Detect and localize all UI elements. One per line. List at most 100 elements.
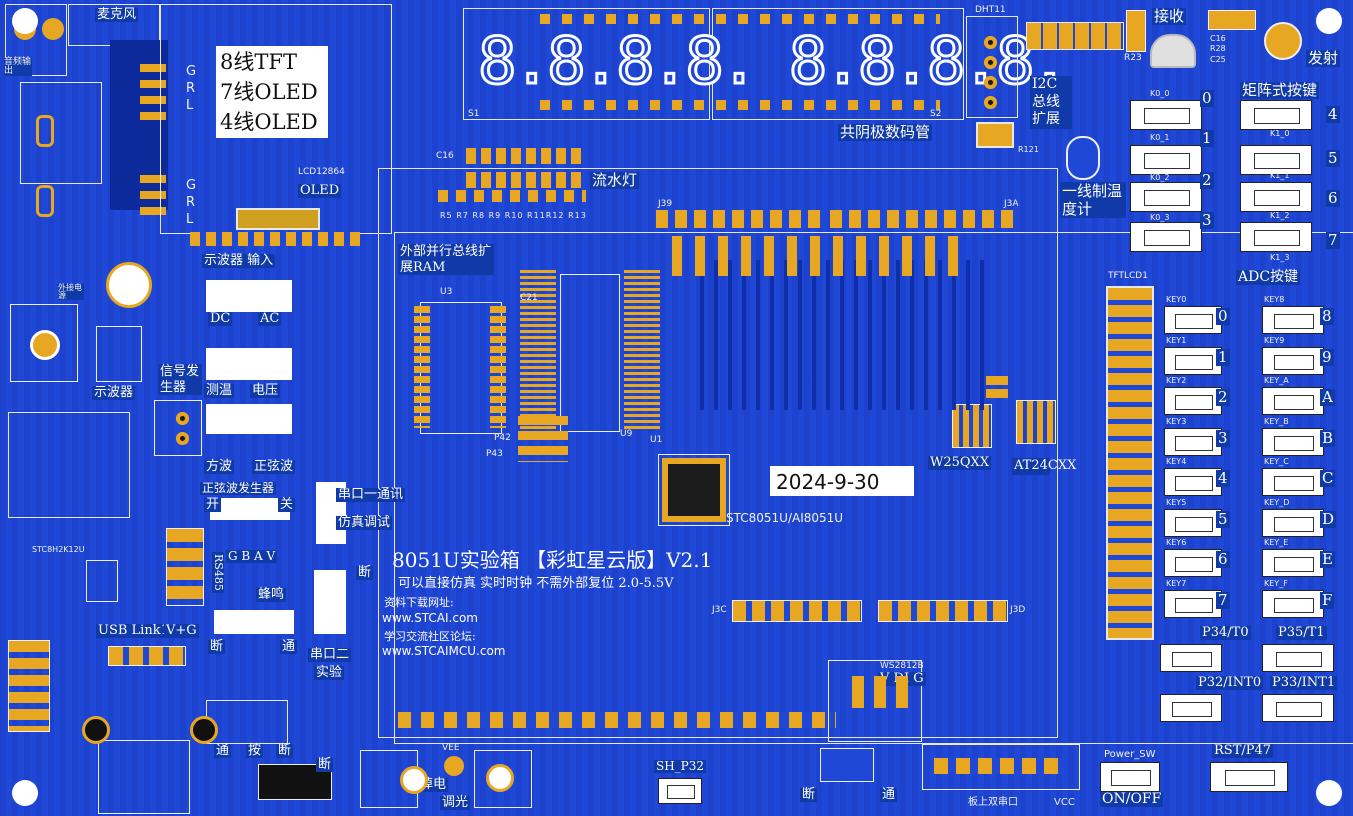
adc-key-right[interactable] <box>1262 347 1324 375</box>
dc-jack-ring <box>30 330 60 360</box>
adc-key-right[interactable] <box>1262 428 1324 456</box>
key-p34[interactable] <box>1160 644 1222 672</box>
usb-link-header <box>108 646 186 666</box>
dht11-label: DHT11 <box>975 5 1006 15</box>
ds18b20-label: R121 <box>1018 145 1039 154</box>
sine-gen-label: 正弦波发生器 <box>200 481 277 496</box>
seg-pins-top <box>540 14 940 24</box>
grl-label-1: G R L <box>186 64 197 113</box>
seven-seg-left <box>463 8 710 120</box>
sim-debug-label: 仿真调试 <box>336 515 393 531</box>
adc-key-right[interactable] <box>1262 306 1324 334</box>
vee-label: VEE <box>442 743 460 753</box>
matrix-key-label-6: K1_2 <box>1270 211 1290 220</box>
matrix-key-4[interactable] <box>1240 100 1312 130</box>
adc-key-right-label: KEY_A <box>1264 376 1289 385</box>
i2c-label: I2C总线扩展 <box>1030 76 1072 129</box>
oled-label: OLED <box>298 183 342 199</box>
adc-key-left[interactable] <box>1164 590 1222 618</box>
dht-pin-3 <box>984 76 997 89</box>
adc-num-right: 9 <box>1320 348 1334 366</box>
dc-jack <box>10 304 78 382</box>
mcu-chip <box>658 454 730 526</box>
adc-key-left[interactable] <box>1164 387 1222 415</box>
adc-key-left[interactable] <box>1164 347 1222 375</box>
j8-pins <box>934 758 1064 774</box>
matrix-key-1[interactable] <box>1130 145 1202 175</box>
adc-key-left-label: KEY6 <box>1166 538 1187 547</box>
dc-ac-switch[interactable] <box>206 280 292 312</box>
rs485-header <box>166 528 204 606</box>
adc-key-left[interactable] <box>1164 549 1222 577</box>
matrix-key-7[interactable] <box>1240 222 1312 252</box>
buzzer-switch[interactable] <box>214 610 294 634</box>
oled-header-pins <box>236 208 320 230</box>
adc-key-left[interactable] <box>1164 428 1222 456</box>
dht-pin-1 <box>984 36 997 49</box>
pot-w2[interactable] <box>474 750 532 808</box>
temp-volt-switch[interactable] <box>206 348 292 380</box>
key-p32[interactable] <box>1160 694 1222 722</box>
switch-s2[interactable] <box>820 748 874 782</box>
adc-key-left[interactable] <box>1164 468 1222 496</box>
key-p35[interactable] <box>1262 644 1334 672</box>
uart2-switch[interactable] <box>314 570 346 634</box>
tftlcd-header <box>1106 286 1154 640</box>
adc-key-right[interactable] <box>1262 468 1324 496</box>
bottom-switch[interactable] <box>258 764 332 800</box>
p27-header <box>1208 10 1256 30</box>
adc-key-right[interactable] <box>1262 549 1324 577</box>
adc-key-left-label: KEY4 <box>1166 457 1187 466</box>
mic-pad-2 <box>42 18 64 40</box>
lcd12864-label: LCD12864 <box>298 167 345 177</box>
adc-num-left: 5 <box>1216 510 1230 528</box>
adc-key-right-label: KEY_B <box>1264 417 1289 426</box>
adc-num-left: 1 <box>1216 348 1230 366</box>
siggen-label: 信号发生器 <box>158 364 202 396</box>
power-switch[interactable] <box>1100 762 1160 792</box>
adc-num-right: A <box>1320 388 1335 406</box>
matrix-key-6[interactable] <box>1240 182 1312 212</box>
q2-label: C16 <box>436 151 454 161</box>
date-label: 2024-9-30 <box>776 470 880 494</box>
sh-p32-button[interactable] <box>658 778 702 804</box>
dht-pin-4 <box>984 96 997 109</box>
matrix-key-label-0: K0_0 <box>1150 89 1170 98</box>
adc-key-right[interactable] <box>1262 387 1324 415</box>
adc-key-left[interactable] <box>1164 306 1222 334</box>
exp-label: 实验 <box>314 665 345 681</box>
j3-header-left <box>8 640 50 732</box>
adc-key-left[interactable] <box>1164 509 1222 537</box>
adc-key-right[interactable] <box>1262 590 1324 618</box>
gbav-label: G B A V <box>226 549 278 564</box>
serial-board-label: 板上双串口 <box>968 797 1018 808</box>
adc-key-left-label: KEY7 <box>1166 579 1187 588</box>
forum-label: 学习交流社区论坛: <box>384 630 476 643</box>
mount-hole-br <box>1316 780 1342 806</box>
matrix-num-1: 1 <box>1200 129 1214 147</box>
matrix-num-7: 7 <box>1326 231 1340 249</box>
matrix-key-5[interactable] <box>1240 145 1312 175</box>
osc-label: 示波器 <box>92 385 136 401</box>
adc-key-left-label: KEY2 <box>1166 376 1187 385</box>
reset-button[interactable] <box>1210 762 1288 792</box>
wave-switch[interactable] <box>206 404 292 434</box>
u3-label: U3 <box>440 287 453 297</box>
matrix-key-3[interactable] <box>1130 222 1202 252</box>
matrix-key-2[interactable] <box>1130 182 1202 212</box>
onoff-switch[interactable] <box>210 498 290 520</box>
adc-key-left-label: KEY1 <box>1166 336 1187 345</box>
j3d-label: J3D <box>1010 605 1026 615</box>
date-panel <box>770 466 914 496</box>
j3a-label: J3A <box>1004 199 1019 209</box>
matrix-label: 矩阵式按键 <box>1240 81 1320 99</box>
adc-key-right-label: KEY_F <box>1264 579 1288 588</box>
key-p33[interactable] <box>1262 694 1334 722</box>
osc-bnc <box>96 326 142 382</box>
leds-label: 流水灯 <box>590 171 640 189</box>
matrix-key-0[interactable] <box>1130 100 1202 130</box>
stc8h-chip <box>86 560 118 602</box>
ram-label: 外部并行总线扩展RAM <box>398 244 494 276</box>
adc-key-right[interactable] <box>1262 509 1324 537</box>
